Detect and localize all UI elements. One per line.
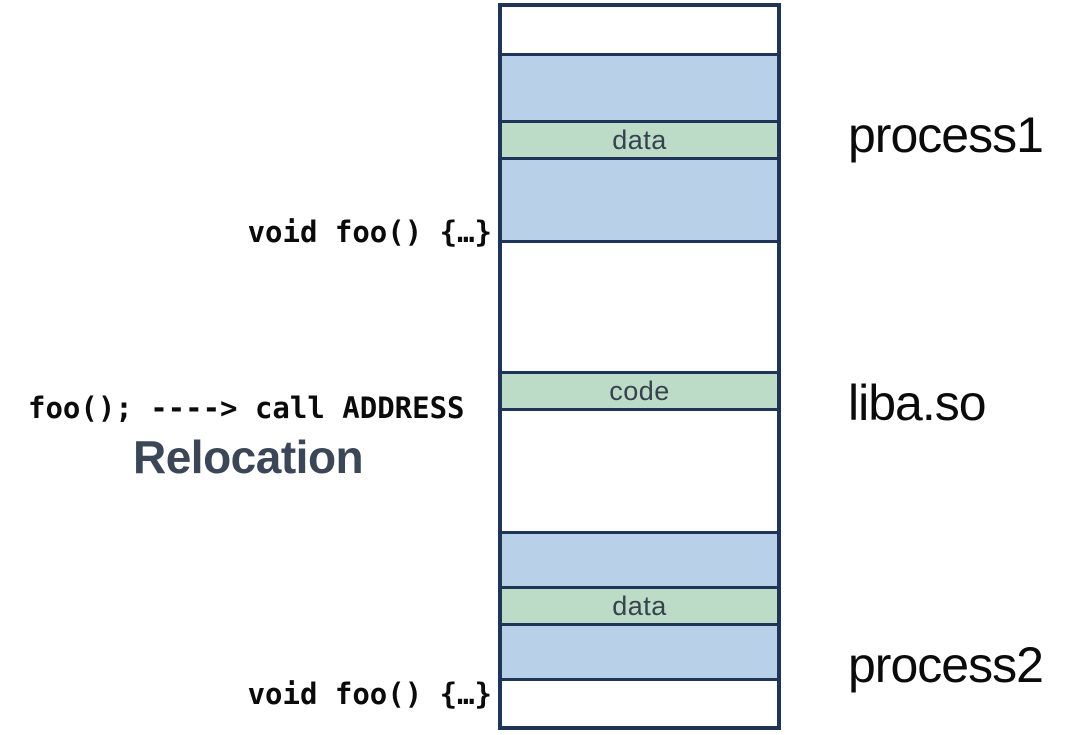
segment-label-code: code	[609, 375, 670, 406]
segment-label-data-1: data	[612, 124, 667, 155]
memory-segment-process1	[502, 160, 777, 243]
memory-segment-code: code	[502, 374, 777, 411]
call-address-annotation: foo(); ----> call ADDRESS	[28, 391, 465, 425]
memory-segment-process1	[502, 56, 777, 123]
memory-segment-free	[502, 7, 777, 56]
process2-label: process2	[848, 637, 1044, 693]
memory-segment-data-1: data	[502, 123, 777, 160]
liba-so-label: liba.so	[848, 375, 987, 431]
segment-label-data-2: data	[612, 590, 667, 621]
memory-segment-process2	[502, 534, 777, 589]
memory-segment-data-2: data	[502, 589, 777, 626]
process1-label: process1	[848, 107, 1044, 163]
memory-segment-free	[502, 681, 777, 696]
memory-segment-free	[502, 243, 777, 374]
memory-segment-process2	[502, 626, 777, 681]
relocation-title: Relocation	[133, 431, 364, 483]
memory-segment-free	[502, 411, 777, 534]
void-foo-annotation-top: void foo() {…}	[247, 215, 492, 249]
void-foo-annotation-bottom: void foo() {…}	[247, 677, 492, 711]
memory-column: data code data	[498, 3, 781, 730]
